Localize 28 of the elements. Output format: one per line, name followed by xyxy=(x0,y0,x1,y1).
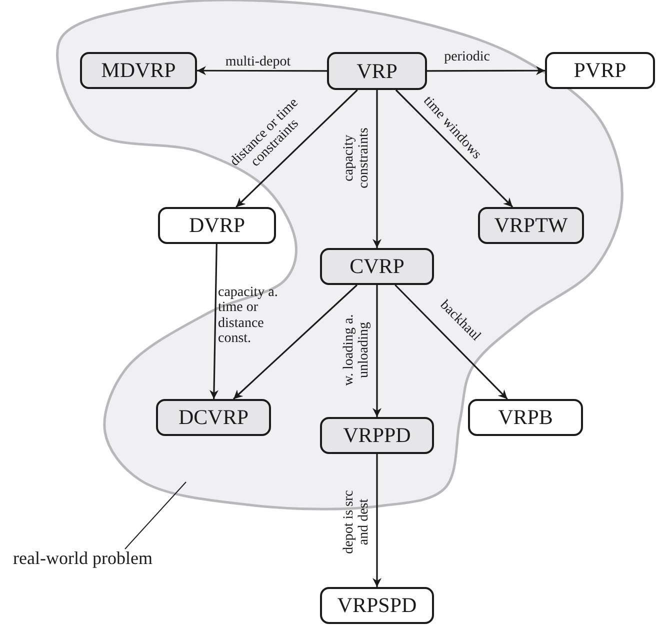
rounded-box: DVRP xyxy=(158,207,276,244)
rounded-box: PVRP xyxy=(545,52,655,89)
rounded-box: VRPSPD xyxy=(320,587,434,624)
arrow xyxy=(197,66,327,76)
rounded-box: VRP xyxy=(327,52,427,90)
arrow xyxy=(236,89,358,208)
leader-line xyxy=(124,482,186,550)
edge-label: periodic xyxy=(444,49,490,65)
arrow xyxy=(210,244,218,400)
arrow xyxy=(232,284,358,400)
arrow xyxy=(372,454,382,587)
rounded-box: VRPPD xyxy=(320,417,434,454)
annotation-text: real-world problem xyxy=(13,548,203,569)
edge-label: capacity constraints xyxy=(342,126,372,190)
arrow xyxy=(427,66,545,76)
arrow xyxy=(394,284,508,400)
arrow xyxy=(372,90,382,248)
arrow xyxy=(395,89,514,208)
edge-label: multi-depot xyxy=(225,54,291,70)
edge-label: capacity a. time or distance const. xyxy=(218,285,279,347)
rounded-box: CVRP xyxy=(320,248,434,285)
rounded-box: VRPTW xyxy=(478,207,584,244)
rounded-box: VRPB xyxy=(468,399,583,436)
rounded-box: DCVRP xyxy=(156,399,271,436)
rounded-box: MDVRP xyxy=(80,52,197,89)
edge-label: depot is src and dest xyxy=(342,489,372,556)
arrow xyxy=(372,285,382,417)
edge-label: w. loading a. unloading xyxy=(342,313,372,388)
